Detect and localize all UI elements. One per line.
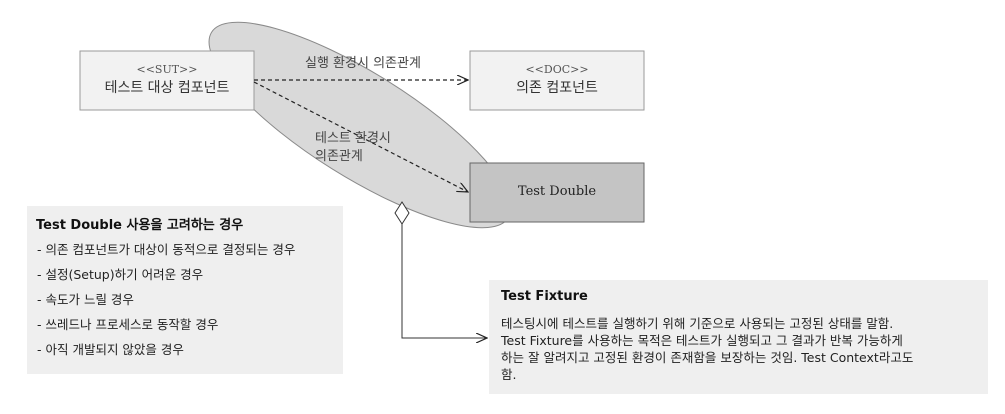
sut-name: 테스트 대상 컴포넌트 [104, 80, 230, 96]
sut-label: <<SUT>> 테스트 대상 컴포넌트 [80, 61, 254, 97]
fixture-description: 테스팅시에 테스트를 실행하기 위해 기준으로 사용되는 고정된 상태를 말함.… [501, 315, 983, 383]
cases-panel: Test Double 사용을 고려하는 경우 - 의존 컴포넌트가 대상이 동… [27, 206, 343, 374]
doc-label: <<DOC>> 의존 컴포넌트 [470, 61, 644, 97]
fixture-line: Test Fixture를 사용하는 목적은 테스트가 실행되고 그 결과가 반… [501, 333, 903, 348]
fixture-line: 함. [501, 367, 517, 382]
fixture-panel: Test Fixture 테스팅시에 테스트를 실행하기 위해 기준으로 사용되… [489, 280, 988, 394]
test-double-box [469, 162, 645, 223]
case-item: - 설정(Setup)하기 어려운 경우 [37, 267, 204, 282]
case-item: - 속도가 느릴 경우 [37, 292, 134, 307]
cases-panel-title: Test Double 사용을 고려하는 경우 [36, 218, 244, 233]
fixture-connector-line [401, 224, 487, 338]
test-double-label: Test Double [470, 183, 644, 201]
test-dependency-arrow [253, 81, 468, 192]
test-dependency-label-line2: 의존관계 [315, 149, 363, 164]
sut-box [79, 50, 255, 111]
test-dependency-label-line1: 테스트 환경시 [315, 131, 391, 146]
fixture-line: 하는 잘 알려지고 고정된 환경이 존재함을 보장하는 것임. Test Con… [501, 350, 914, 365]
runtime-dependency-label: 실행 환경시 의존관계 [305, 56, 421, 71]
doc-stereotype: <<DOC>> [525, 63, 589, 76]
fixture-line: 테스팅시에 테스트를 실행하기 위해 기준으로 사용되는 고정된 상태를 말함. [501, 316, 894, 331]
case-item: - 아직 개발되지 않았을 경우 [37, 342, 184, 357]
sut-stereotype: <<SUT>> [136, 63, 198, 76]
doc-name: 의존 컴포넌트 [516, 80, 598, 96]
cases-list: - 의존 컴포넌트가 대상이 동적으로 결정되는 경우 - 설정(Setup)하… [37, 237, 295, 362]
doc-box [469, 50, 645, 111]
fixture-panel-title: Test Fixture [501, 289, 588, 304]
test-double-name: Test Double [517, 184, 597, 199]
case-item: - 의존 컴포넌트가 대상이 동적으로 결정되는 경우 [37, 242, 296, 257]
case-item: - 쓰레드나 프로세스로 동작할 경우 [37, 317, 219, 332]
